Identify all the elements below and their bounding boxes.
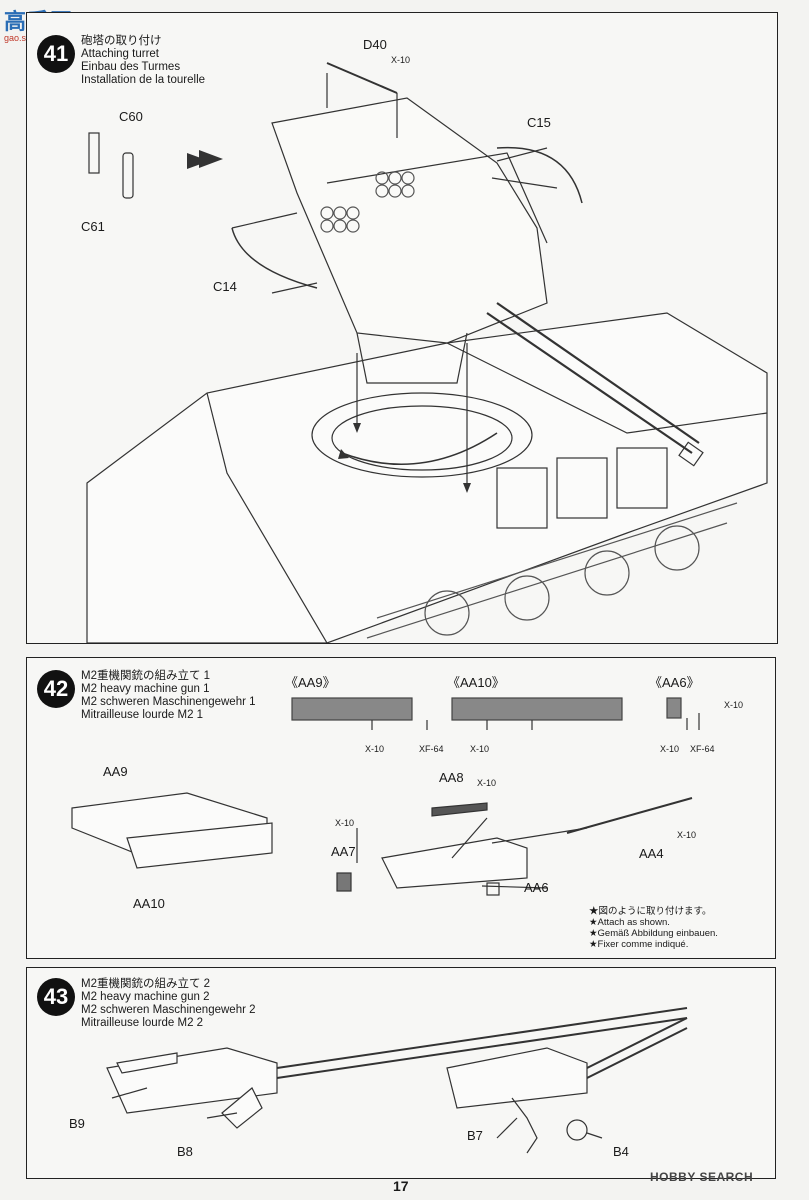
attach-note: ★図のように取り付けます。 ★Attach as shown. ★Gemäß A… <box>589 906 718 950</box>
step-43-title-fr: Mitrailleuse lourde M2 2 <box>81 1017 204 1029</box>
step-42-title-jp: M2重機関銃の組み立て 1 <box>81 670 211 682</box>
label-aa4: AA4 <box>639 846 664 861</box>
step-42-panel: 42 M2重機関銃の組み立て 1 M2 heavy machine gun 1 … <box>26 657 776 959</box>
step-43-panel: 43 M2重機関銃の組み立て 2 M2 heavy machine gun 2 … <box>26 967 776 1179</box>
attach-note-jp: ★図のように取り付けます。 <box>589 906 712 917</box>
step-42-title-en: M2 heavy machine gun 1 <box>81 683 210 695</box>
label-aa8: AA8 <box>439 770 464 785</box>
step-41-title: 砲塔の取り付け Attaching turret Einbau des Turm… <box>81 35 205 87</box>
label-x10-aa9: X-10 <box>365 744 385 754</box>
label-b7: B7 <box>467 1128 483 1143</box>
step-43-number: 43 <box>37 978 75 1016</box>
label-c60: C60 <box>119 109 143 124</box>
label-aa10-box: 《AA10》 <box>447 675 505 690</box>
label-x10-aa6: X-10 <box>660 744 680 754</box>
attach-note-en: ★Attach as shown. <box>589 917 670 928</box>
label-xf64-aa6: XF-64 <box>690 744 715 754</box>
label-x10-aa10: X-10 <box>470 744 490 754</box>
label-c61: C61 <box>81 219 105 234</box>
step-41-title-jp: 砲塔の取り付け <box>81 35 162 47</box>
label-c14: C14 <box>213 279 237 294</box>
label-c15: C15 <box>527 115 551 130</box>
label-x10-aa4: X-10 <box>677 830 697 840</box>
label-b4: B4 <box>613 1144 629 1159</box>
label-d40: D40 <box>363 37 387 52</box>
step-41-title-de: Einbau des Turmes <box>81 61 181 73</box>
label-aa9: AA9 <box>103 764 128 779</box>
attach-note-fr: ★Fixer comme indiqué. <box>589 939 689 950</box>
step-43-title-de: M2 schweren Maschinengewehr 2 <box>81 1004 256 1016</box>
turret-assembly-drawing <box>86 62 768 643</box>
mg-assembly-1-drawing <box>71 697 700 896</box>
hobby-search-logo: HOBBY SEARCH <box>650 1170 754 1184</box>
label-x10-aa8: X-10 <box>477 778 497 788</box>
label-aa10: AA10 <box>133 896 165 911</box>
attach-note-de: ★Gemäß Abbildung einbauen. <box>589 928 718 939</box>
step-43-title-jp: M2重機関銃の組み立て 2 <box>81 978 211 990</box>
label-xf64-aa9: XF-64 <box>419 744 444 754</box>
label-x10-41: X-10 <box>391 55 411 65</box>
step-42-title-de: M2 schweren Maschinengewehr 1 <box>81 696 256 708</box>
step-41-panel: 41 砲塔の取り付け Attaching turret Einbau des T… <box>26 12 778 644</box>
step-41-number: 41 <box>37 35 75 73</box>
label-aa9-box: 《AA9》 <box>285 675 336 690</box>
page-number: 17 <box>393 1178 409 1194</box>
label-aa7: AA7 <box>331 844 356 859</box>
label-x10-aa7: X-10 <box>335 818 355 828</box>
label-b9: B9 <box>69 1116 85 1131</box>
label-aa6-box: 《AA6》 <box>649 675 700 690</box>
step-41-title-fr: Installation de la tourelle <box>81 74 206 86</box>
step-42-title: M2重機関銃の組み立て 1 M2 heavy machine gun 1 M2 … <box>81 670 256 722</box>
step-43-title-en: M2 heavy machine gun 2 <box>81 991 210 1003</box>
label-aa6: AA6 <box>524 880 549 895</box>
step-43-title: M2重機関銃の組み立て 2 M2 heavy machine gun 2 M2 … <box>81 978 256 1030</box>
step-41-title-en: Attaching turret <box>81 48 159 60</box>
label-x10-aa6-side: X-10 <box>724 700 744 710</box>
mg-assembly-2-drawing <box>106 1007 688 1154</box>
label-b8: B8 <box>177 1144 193 1159</box>
step-42-number: 42 <box>37 670 75 708</box>
step-42-title-fr: Mitrailleuse lourde M2 1 <box>81 709 204 721</box>
